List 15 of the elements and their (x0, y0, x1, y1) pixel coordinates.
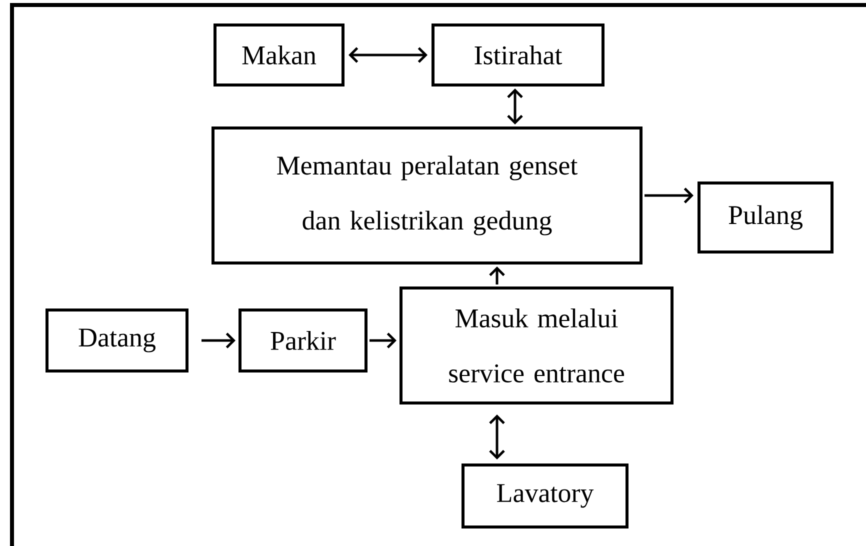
process-box: Makan (214, 24, 344, 86)
arrow (507, 88, 523, 124)
arrow (489, 414, 505, 460)
arrow (370, 332, 396, 348)
arrow (202, 332, 236, 348)
process-box: Masuk melalui service entrance (400, 286, 674, 404)
process-box: Lavatory (462, 464, 628, 528)
process-box: Parkir (238, 308, 368, 372)
arrow (348, 47, 428, 63)
arrow (489, 266, 505, 284)
process-box: Pulang (698, 182, 834, 254)
arrow (644, 188, 694, 204)
process-box: Memantau peralatan genset dan kelistrikan gedung (212, 126, 642, 264)
process-box: Istirahat (432, 24, 604, 86)
process-box: Datang (46, 308, 188, 372)
